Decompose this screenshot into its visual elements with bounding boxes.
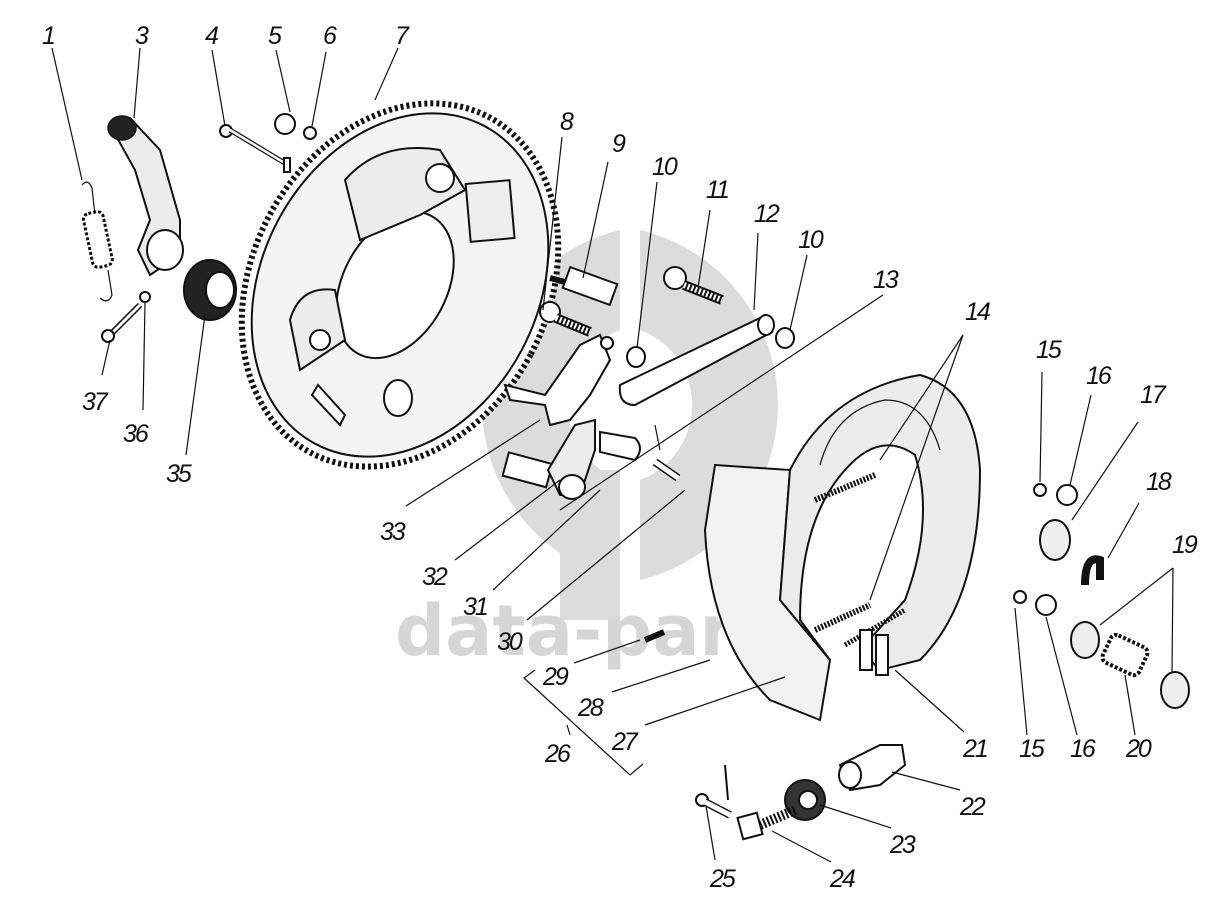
- callout-37: 37: [82, 388, 109, 416]
- callout-10b: 10: [798, 226, 824, 254]
- callout-3: 3: [135, 22, 149, 50]
- callout-36: 36: [123, 420, 149, 448]
- callout-31: 31: [463, 593, 487, 621]
- callout-16b: 16: [1070, 735, 1096, 763]
- callout-14: 14: [965, 298, 990, 326]
- callout-15b: 15: [1019, 735, 1045, 763]
- seal: [183, 259, 237, 321]
- cam-shaft: [501, 418, 596, 500]
- spring: [1100, 632, 1150, 678]
- callout-5: 5: [268, 22, 282, 50]
- bolt: [663, 266, 724, 305]
- callout-20: 20: [1125, 735, 1152, 763]
- bracket-lever: [503, 333, 614, 427]
- brake-backing-plate: [238, 100, 562, 470]
- leader-lines: [51, 47, 1174, 863]
- retainer-clip: [1081, 555, 1104, 586]
- callout-labels: 1 3 4 5 6 7 8 9 10 11 12 10 13 14 15 16 …: [42, 22, 1200, 893]
- spring-cup: [1070, 621, 1100, 659]
- nut: [1056, 484, 1078, 506]
- callout-21: 21: [962, 735, 987, 763]
- callout-8: 8: [560, 108, 574, 136]
- callout-29: 29: [542, 663, 569, 691]
- nut: [274, 113, 296, 135]
- callout-28: 28: [577, 694, 604, 722]
- adjuster-sleeve: [838, 744, 907, 792]
- adjuster-screw: [736, 805, 797, 841]
- brake-shoe-assembly: [703, 373, 982, 722]
- pin: [219, 124, 291, 173]
- callout-11: 11: [706, 176, 728, 204]
- callout-17: 17: [1140, 381, 1167, 409]
- callout-4: 4: [205, 22, 218, 50]
- spring-cup: [1160, 671, 1190, 709]
- pin: [695, 764, 732, 819]
- bolt: [539, 301, 592, 337]
- callout-13: 13: [873, 266, 899, 294]
- adjusting-stud: [549, 265, 619, 307]
- lever: [107, 115, 184, 277]
- callout-25: 25: [709, 865, 736, 893]
- spring: [81, 181, 114, 302]
- callout-19: 19: [1172, 531, 1198, 559]
- washer: [775, 327, 795, 349]
- link-plate: [599, 430, 641, 462]
- link: [618, 314, 775, 407]
- rivet: [643, 629, 666, 643]
- callout-12: 12: [754, 200, 780, 228]
- callout-6: 6: [323, 22, 337, 50]
- pin: [652, 424, 681, 482]
- washer: [626, 346, 646, 368]
- lock-washer: [139, 291, 151, 303]
- nut: [1035, 594, 1057, 616]
- callout-15a: 15: [1036, 336, 1062, 364]
- lock-washer: [1013, 590, 1027, 604]
- callout-30: 30: [497, 628, 523, 656]
- callout-18: 18: [1146, 468, 1172, 496]
- callout-1: 1: [42, 22, 54, 50]
- washer: [1039, 519, 1071, 561]
- callout-26: 26: [544, 740, 571, 768]
- callout-27: 27: [611, 728, 639, 756]
- callout-24: 24: [829, 865, 855, 893]
- callout-7: 7: [395, 22, 410, 50]
- callout-33: 33: [380, 518, 406, 546]
- callout-16a: 16: [1086, 362, 1112, 390]
- callout-10a: 10: [652, 153, 678, 181]
- callout-32: 32: [422, 563, 448, 591]
- callout-22: 22: [959, 793, 986, 821]
- lock-washer: [303, 126, 317, 140]
- callout-35: 35: [166, 460, 192, 488]
- lock-washer: [1033, 483, 1047, 497]
- callout-23: 23: [889, 831, 916, 859]
- callout-9: 9: [612, 130, 626, 158]
- bolt: [101, 302, 143, 343]
